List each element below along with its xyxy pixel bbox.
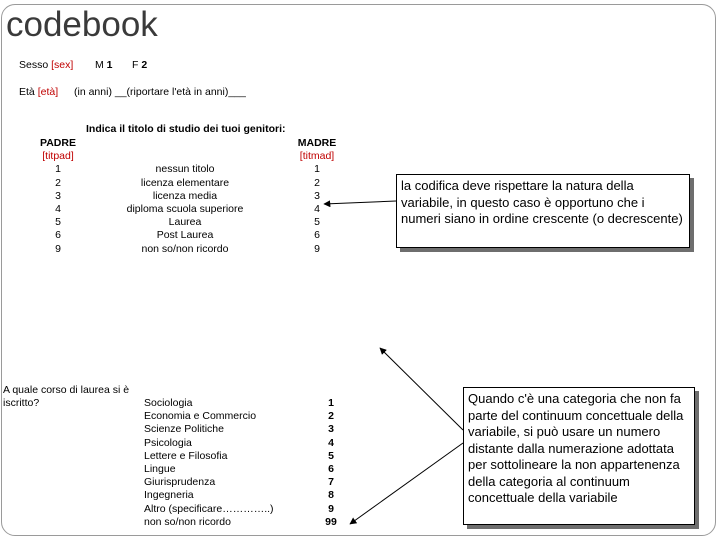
sex-code: [sex] [51, 59, 74, 71]
mother-value: 2 [314, 176, 320, 189]
degree-option: Lettere e Filosofia [144, 449, 228, 462]
mother-value: 1 [314, 163, 320, 176]
father-value: 3 [55, 189, 61, 202]
father-label: PADRE [40, 137, 76, 149]
arrow-order-note [323, 200, 397, 208]
father-column: PADRE [titpad] 1 2 3 4 5 6 9 [30, 137, 86, 256]
education-options: nessun titolo licenza elementare licenza… [110, 163, 260, 255]
father-code: [titpad] [42, 150, 74, 163]
mother-value: 4 [314, 203, 320, 216]
father-value: 1 [55, 163, 61, 176]
note-order-box: la codifica deve rispettare la natura de… [396, 174, 690, 248]
degree-option: Lingue [144, 463, 176, 476]
education-option: licenza media [152, 189, 218, 202]
education-option: licenza elementare [140, 176, 230, 189]
age-row: Età [età] [19, 86, 58, 99]
slide-frame [1, 4, 716, 536]
mother-value: 3 [314, 189, 320, 202]
arrow-degree-lower [349, 442, 464, 525]
degree-option: Psicologia [144, 436, 192, 449]
degree-code: 7 [328, 476, 334, 489]
father-value: 5 [55, 216, 61, 229]
degree-options: Sociologia Economia e Commercio Scienze … [144, 397, 274, 529]
degree-question: A quale corso di laurea si è iscritto? [3, 384, 130, 409]
age-label: Età [19, 86, 35, 98]
degree-code: 6 [328, 463, 334, 476]
mother-value: 5 [314, 216, 320, 229]
father-value: 6 [55, 229, 61, 242]
education-option: Laurea [168, 216, 202, 229]
sex-f-option: F 2 [132, 59, 147, 72]
age-code: [età] [37, 86, 59, 98]
degree-code: 99 [325, 515, 337, 528]
degree-code: 3 [328, 423, 334, 436]
father-value: 2 [55, 176, 61, 189]
age-text: (in anni) __(riportare l'età in anni)___ [74, 86, 246, 98]
mother-label: MADRE [297, 137, 337, 149]
degree-code: 2 [328, 410, 334, 423]
degree-codes: 1 2 3 4 5 6 7 8 9 99 [311, 397, 351, 529]
degree-option: Altro (specificare…………..) [144, 502, 274, 515]
degree-code: 1 [328, 397, 334, 409]
mother-code: [titmad] [299, 150, 335, 163]
education-option: diploma scuola superiore [126, 203, 244, 215]
father-value: 4 [55, 203, 61, 216]
page-title: codebook [6, 5, 158, 44]
degree-option: Scienze Politiche [144, 423, 224, 436]
sex-m-option: M 1 [95, 59, 113, 72]
degree-code: 9 [328, 502, 334, 515]
degree-code: 5 [328, 449, 334, 462]
mother-column: MADRE [titmad] 1 2 3 4 5 6 9 [288, 137, 346, 256]
education-option: nessun titolo [155, 163, 215, 176]
degree-code: 4 [328, 436, 334, 449]
education-option: Post Laurea [156, 229, 214, 242]
degree-code: 8 [328, 489, 334, 502]
sex-row: Sesso [sex] [19, 59, 73, 72]
degree-option: Sociologia [144, 397, 193, 409]
degree-option: non so/non ricordo [144, 515, 231, 528]
father-value: 9 [55, 242, 61, 255]
degree-option: Economia e Commercio [144, 410, 257, 423]
note-outside-box: Quando c'è una categoria che non fa part… [463, 387, 695, 525]
sex-f-label: F [132, 59, 139, 71]
education-option: non so/non ricordo [141, 242, 229, 255]
sex-m-label: M [95, 59, 104, 71]
degree-option: Giurisprudenza [144, 476, 216, 489]
sex-m-value: 1 [106, 59, 113, 71]
arrow-degree-upper [379, 347, 464, 431]
parents-question: Indica il titolo di studio dei tuoi geni… [86, 123, 286, 135]
sex-label: Sesso [19, 59, 49, 71]
mother-value: 6 [314, 229, 320, 242]
sex-f-value: 2 [141, 59, 148, 71]
mother-value: 9 [314, 242, 320, 255]
degree-option: Ingegneria [144, 489, 194, 502]
